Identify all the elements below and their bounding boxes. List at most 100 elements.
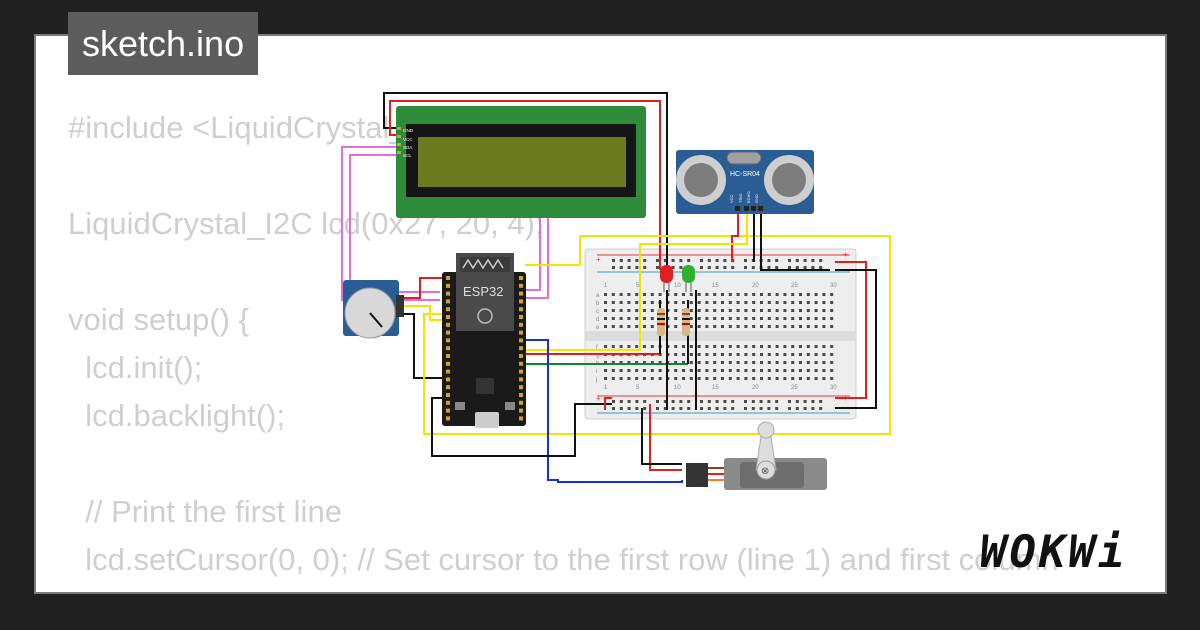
breadboard-hole <box>767 325 771 328</box>
breadboard-hole <box>731 400 735 403</box>
breadboard-hole <box>700 407 703 410</box>
breadboard-hole <box>811 407 815 410</box>
breadboard-hole <box>767 353 771 356</box>
esp32-pin <box>446 276 450 280</box>
breadboard-hole <box>819 407 823 410</box>
breadboard-hole <box>611 317 615 320</box>
breadboard-hole <box>650 293 654 296</box>
breadboard-hole <box>697 353 701 356</box>
breadboard-hole <box>604 377 607 380</box>
breadboard-hole <box>767 266 771 269</box>
esp32-label: ESP32 <box>463 284 503 299</box>
breadboard-hole <box>713 309 717 312</box>
breadboard-hole <box>822 309 826 312</box>
breadboard-hole <box>658 353 662 356</box>
breadboard-hole <box>721 345 724 348</box>
breadboard-hole <box>767 259 771 262</box>
breadboard-hole <box>744 345 748 348</box>
breadboard-hole <box>650 345 654 348</box>
breadboard-hole <box>744 407 747 410</box>
breadboard-hole <box>799 293 802 296</box>
breadboard-hole <box>791 369 795 372</box>
code-line: lcd.setCursor(0, 0); // Set cursor to th… <box>68 542 1059 577</box>
esp32-pin <box>519 315 523 319</box>
file-tab[interactable]: sketch.ino <box>68 12 259 75</box>
breadboard-hole <box>674 345 678 348</box>
breadboard-hole <box>791 293 795 296</box>
lcd-pin-sda: SDA <box>403 145 412 150</box>
breadboard-hole <box>736 377 740 380</box>
breadboard-hole <box>611 377 615 380</box>
breadboard-hole <box>783 317 787 320</box>
breadboard-hole <box>604 309 607 312</box>
breadboard-hole <box>627 407 631 410</box>
breadboard-hole <box>830 345 834 348</box>
breadboard-hole <box>744 301 748 304</box>
breadboard-hole <box>795 266 799 269</box>
breadboard-hole <box>619 361 623 364</box>
breadboard-hole <box>700 259 703 262</box>
breadboard-hole <box>830 301 834 304</box>
breadboard-hole <box>775 345 779 348</box>
breadboard-hole <box>663 400 667 403</box>
breadboard-hole <box>679 400 683 403</box>
breadboard-hole <box>650 377 654 380</box>
breadboard-hole <box>705 309 709 312</box>
breadboard-hole <box>635 377 639 380</box>
code-line: void setup() { <box>68 302 249 337</box>
breadboard-hole <box>760 317 763 320</box>
breadboard-hole <box>627 293 631 296</box>
breadboard-hole <box>799 361 802 364</box>
breadboard-hole <box>604 345 607 348</box>
esp32-pin <box>446 299 450 304</box>
rail-plus-label: + <box>843 250 848 259</box>
esp32-pin <box>519 361 523 366</box>
breadboard-hole <box>705 317 709 320</box>
breadboard-hole <box>674 317 678 320</box>
breadboard-hole <box>674 309 678 312</box>
breadboard-hole <box>760 345 763 348</box>
bb-num-top-20: 20 <box>752 283 759 289</box>
breadboard-hole <box>799 317 802 320</box>
breadboard-hole <box>791 361 795 364</box>
breadboard-hole <box>752 317 756 320</box>
breadboard-hole <box>830 353 834 356</box>
breadboard-hole <box>775 309 779 312</box>
breadboard-hole <box>707 259 711 262</box>
sensor-pin-gnd: GND <box>754 194 759 203</box>
breadboard-hole <box>671 266 675 269</box>
breadboard-hole <box>650 317 654 320</box>
breadboard-hole <box>643 293 646 296</box>
breadboard-hole <box>803 407 807 410</box>
breadboard-hole <box>811 400 815 403</box>
breadboard-hole <box>728 361 732 364</box>
breadboard-hole <box>744 259 747 262</box>
breadboard-hole <box>635 369 639 372</box>
breadboard-hole <box>671 400 675 403</box>
breadboard-hole <box>612 400 615 403</box>
breadboard-hole <box>822 301 826 304</box>
breadboard-hole <box>760 361 763 364</box>
breadboard-hole <box>627 309 631 312</box>
breadboard-hole <box>611 345 615 348</box>
breadboard-hole <box>783 301 787 304</box>
bb-num-bot-20: 20 <box>752 385 759 391</box>
esp32-pin <box>519 354 523 358</box>
breadboard-hole <box>650 361 654 364</box>
esp32-pin <box>519 276 523 280</box>
breadboard-hole <box>803 266 807 269</box>
breadboard-hole <box>721 361 724 364</box>
lcd-pin-vcc: VCC <box>403 137 413 142</box>
breadboard-hole <box>658 293 662 296</box>
breadboard-hole <box>697 361 701 364</box>
breadboard-hole <box>715 407 719 410</box>
breadboard-hole <box>803 259 807 262</box>
breadboard-hole <box>728 325 732 328</box>
breadboard-hole <box>788 400 791 403</box>
breadboard-hole <box>658 369 662 372</box>
servo-gnd-wire <box>641 408 682 465</box>
breadboard-hole <box>674 325 678 328</box>
breadboard-hole <box>715 259 719 262</box>
breadboard-hole <box>799 309 802 312</box>
breadboard-hole <box>619 301 623 304</box>
